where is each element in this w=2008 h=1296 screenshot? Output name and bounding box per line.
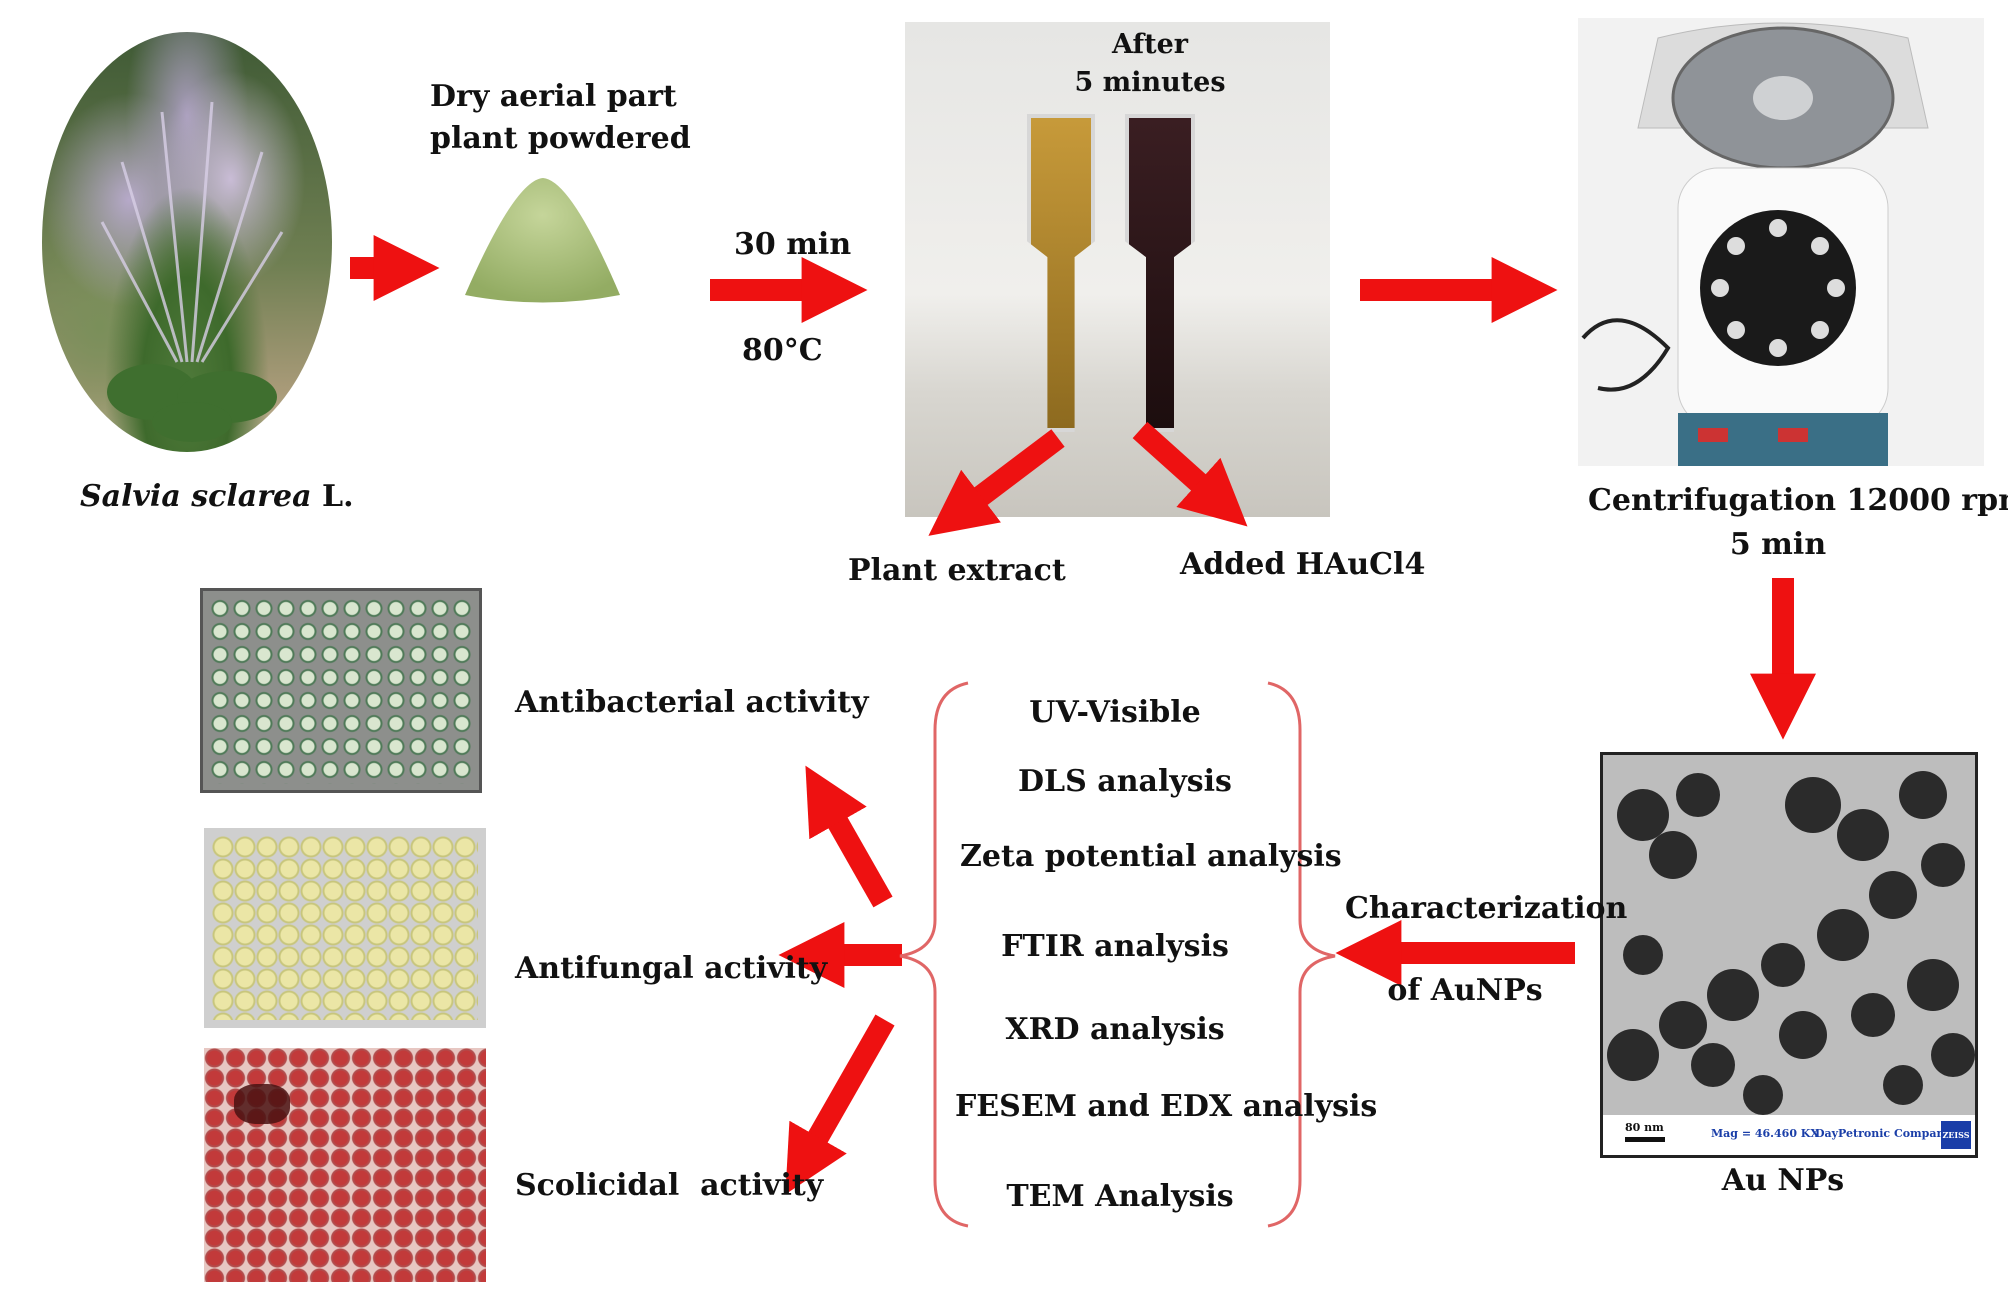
right-brace <box>1267 681 1336 1228</box>
powder-label-line1: Dry aerial part <box>430 79 677 114</box>
method-fesem-edx: FESEM and EDX analysis <box>955 1089 1378 1124</box>
characterization-line2: of AuNPs <box>1387 972 1543 1008</box>
added-haucl4-label: Added HAuCl4 <box>1180 547 1426 582</box>
plant-name-label: Salvia sclarea L. <box>80 478 354 516</box>
heating-temperature: 80°C <box>742 333 823 368</box>
centrifugation-label-line2: 5 min <box>1729 526 1827 562</box>
method-dls: DLS analysis <box>1018 764 1232 799</box>
well-grid <box>212 836 478 1020</box>
magnification: Mag = 46.460 KX <box>1711 1127 1819 1140</box>
company-name: DayPetronic Company <box>1815 1127 1951 1140</box>
plant-stems <box>100 101 284 442</box>
antibacterial-label: Antibacterial activity <box>515 685 869 720</box>
antifungal-label: Antifungal activity <box>515 951 828 986</box>
tem-image: 80 nm Mag = 46.460 KX DayPetronic Compan… <box>1600 752 1978 1158</box>
method-zeta: Zeta potential analysis <box>960 839 1342 874</box>
arrow-to-plant-extract <box>928 429 1065 536</box>
centrifugation-label-line1: Centrifugation 12000 rpm <box>1588 483 2008 518</box>
scale-bar-label: 80 nm <box>1625 1121 1664 1134</box>
characterization-line1: Characterization <box>1345 891 1628 926</box>
well-grid <box>209 597 473 784</box>
arrow-to-scolicidal <box>785 1014 895 1195</box>
powder-image <box>455 170 630 310</box>
plant-name-italic: Salvia sclarea <box>80 479 312 514</box>
centrifugation-label: Centrifugation 12000 rpm 5 min <box>1588 482 2008 563</box>
tem-info-bar: 80 nm Mag = 46.460 KX DayPetronic Compan… <box>1603 1115 1975 1155</box>
plant-name-suffix: L. <box>311 479 354 514</box>
salvia-plant-photo <box>42 32 332 452</box>
timer-label-line2: 5 minutes <box>1074 66 1226 98</box>
antifungal-plate <box>204 828 486 1028</box>
arrow-to-antibacterial <box>805 765 893 908</box>
plant-extract-label: Plant extract <box>848 553 1066 588</box>
centrifuge-photo <box>1578 18 1984 466</box>
left-brace <box>899 681 969 1228</box>
method-xrd: XRD analysis <box>1005 1012 1225 1047</box>
au-nps-label: Au NPs <box>1721 1163 1845 1198</box>
method-uv-visible: UV-Visible <box>1029 695 1201 730</box>
powder-label-line2: plant powdered <box>430 120 691 156</box>
scolicidal-micrograph <box>204 1048 486 1282</box>
method-tem: TEM Analysis <box>1006 1179 1234 1214</box>
cuvettes-photo <box>905 22 1330 517</box>
arrow-to-added-haucl4 <box>1132 421 1248 527</box>
characterization-label: Characterization of AuNPs <box>1345 890 1628 1009</box>
powder-label: Dry aerial part plant powdered <box>430 78 691 157</box>
dark-cluster <box>234 1084 290 1124</box>
heating-time: 30 min <box>734 227 852 262</box>
method-ftir: FTIR analysis <box>1001 929 1229 964</box>
zeiss-logo: ZEISS <box>1941 1121 1971 1149</box>
antibacterial-plate <box>200 588 482 793</box>
timer-label: After 5 minutes <box>1060 28 1240 100</box>
scolicidal-label: Scolicidal activity <box>515 1168 824 1203</box>
scale-bar <box>1625 1137 1665 1142</box>
timer-label-line1: After <box>1112 29 1188 60</box>
